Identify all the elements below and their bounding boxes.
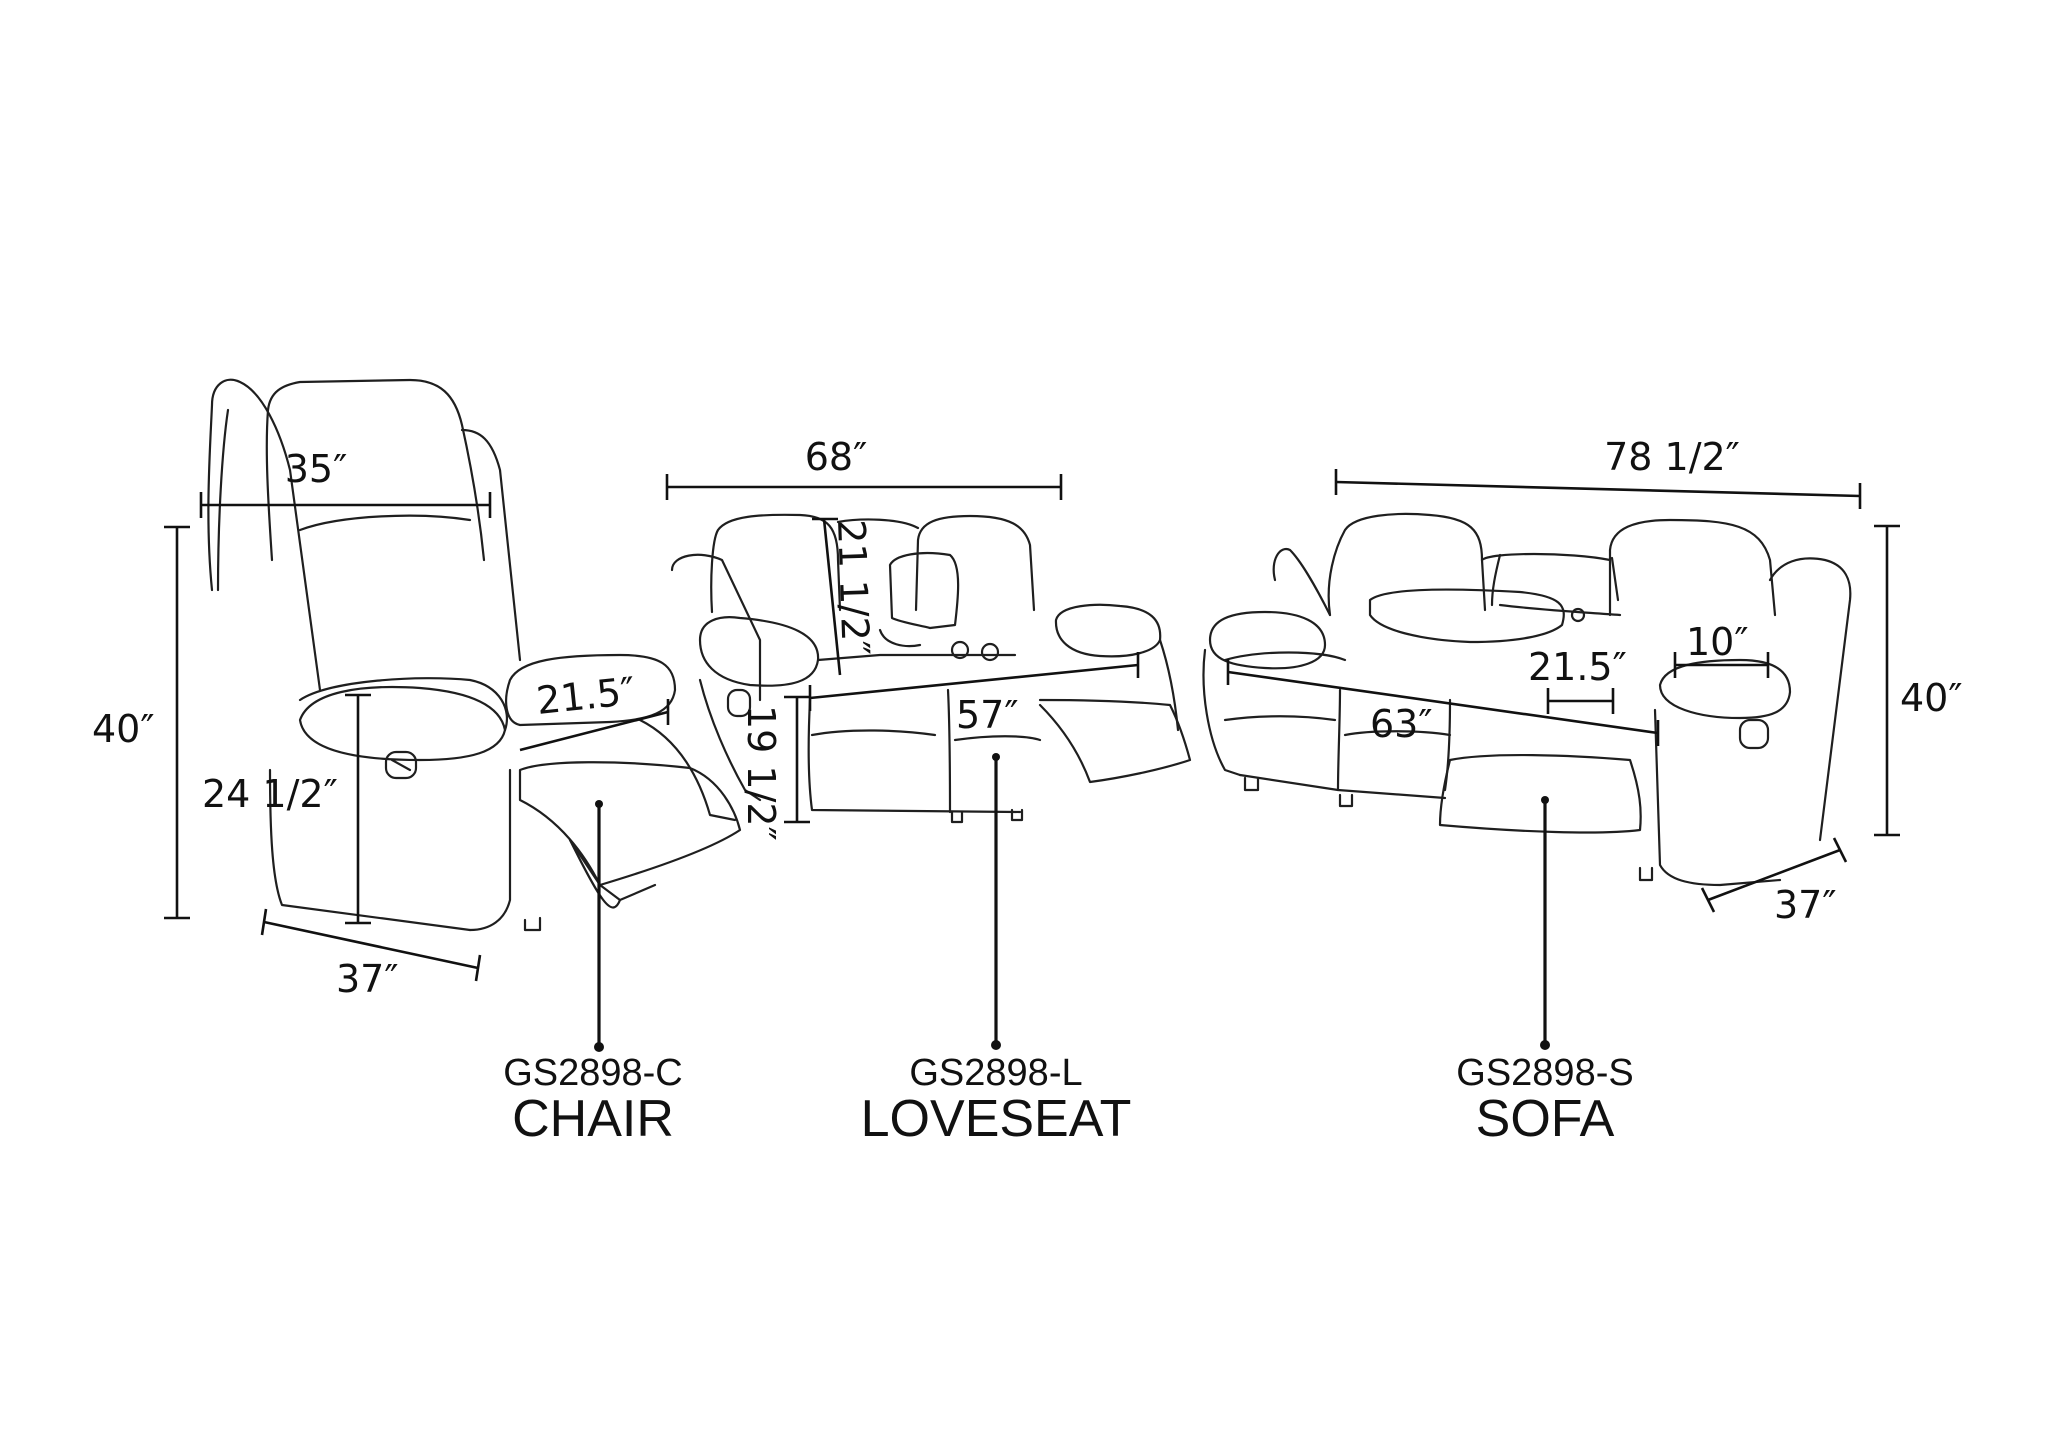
sofa-dim-arm-width: 10″ (1673, 620, 1770, 678)
chair-dim-seat-height: 24 1/2″ (202, 693, 371, 925)
loveseat-width-label: 68″ (805, 435, 868, 479)
loveseat-code: GS2898-L (909, 1052, 1082, 1094)
chair-dim-height: 40″ (92, 525, 190, 920)
sofa-drawing (1202, 512, 1852, 887)
chair-depth-label: 37″ (336, 957, 399, 1001)
chair-name: CHAIR (512, 1090, 674, 1148)
chair-dim-width: 35″ (199, 447, 492, 518)
loveseat-dim-back-height: 21 1/2″ (812, 517, 878, 676)
chair-drawing (207, 378, 742, 932)
chair-seat-depth-label: 21.5″ (534, 669, 637, 723)
sofa-dim-height: 40″ (1874, 524, 1963, 837)
chair-height-label: 40″ (92, 707, 155, 751)
sofa-depth-label: 37″ (1774, 883, 1837, 927)
sofa-seat-width-label: 63″ (1370, 702, 1433, 746)
sofa-height-label: 40″ (1900, 676, 1963, 720)
loveseat-seat-height-label: 19 1/2″ (739, 705, 783, 841)
chair-code: GS2898-C (503, 1052, 683, 1094)
sofa-dim-seat-depth: 21.5″ (1528, 645, 1627, 714)
sofa-dim-seat-width: 63″ (1226, 659, 1660, 746)
loveseat-drawing (670, 513, 1192, 824)
chair-seat-height-label: 24 1/2″ (202, 772, 338, 816)
sofa-width-label: 78 1/2″ (1604, 435, 1740, 479)
sofa-code: GS2898-S (1456, 1052, 1633, 1094)
chair-dim-seat-depth: 21.5″ (519, 669, 670, 752)
loveseat-dim-width: 68″ (665, 435, 1063, 500)
sofa-arm-width-label: 10″ (1686, 620, 1749, 664)
loveseat-seat-width-label: 57″ (956, 693, 1019, 737)
chair-width-label: 35″ (285, 447, 348, 491)
chair-dim-depth: 37″ (260, 908, 482, 1001)
chair-callout: GS2898-C CHAIR (503, 800, 683, 1148)
sofa-seat-depth-label: 21.5″ (1528, 645, 1627, 689)
loveseat-back-height-label: 21 1/2″ (829, 519, 878, 656)
loveseat-name: LOVESEAT (861, 1090, 1132, 1148)
loveseat-dim-seat-width: 57″ (808, 652, 1140, 737)
loveseat-callout: GS2898-L LOVESEAT (861, 753, 1132, 1148)
sofa-dim-width: 78 1/2″ (1334, 435, 1862, 509)
sofa-callout: GS2898-S SOFA (1456, 796, 1634, 1148)
loveseat-dim-seat-height: 19 1/2″ (739, 695, 810, 841)
sofa-name: SOFA (1476, 1090, 1615, 1148)
sofa-dim-depth: 37″ (1700, 837, 1848, 927)
